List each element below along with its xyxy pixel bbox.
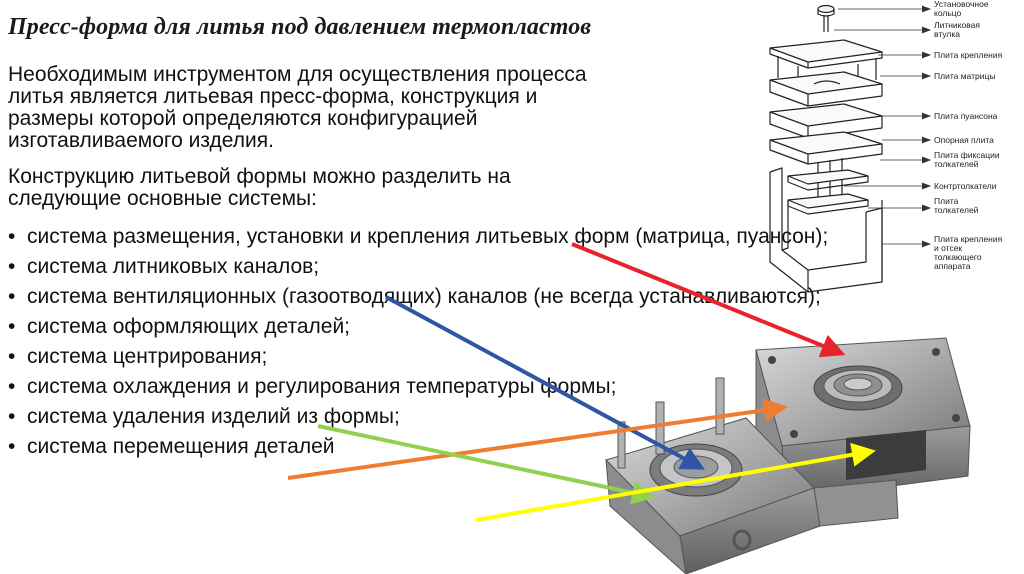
bullet: • (8, 345, 16, 368)
svg-text:Плита матрицы: Плита матрицы (934, 71, 995, 81)
systems-intro-paragraph: Конструкцию литьевой формы можно раздели… (8, 165, 511, 210)
diagram-label: Контртолкатели (934, 181, 997, 191)
diagram-label: Плита крепления (934, 50, 1003, 60)
diagram-label: Плита фиксации (934, 150, 1000, 160)
list-item: • система вентиляционных (газоотводящих)… (8, 286, 828, 308)
list-item: • система литниковых каналов; (8, 256, 828, 278)
svg-text:Плита крепления: Плита крепления (934, 234, 1003, 244)
diagram-label: толкателей (934, 159, 979, 169)
bullet: • (8, 405, 16, 428)
svg-text:и отсек: и отсек (934, 243, 962, 253)
list-item-text: система охлаждения и регулирования темпе… (27, 375, 617, 398)
list-item-text: система литниковых каналов; (27, 255, 320, 278)
diagram-label: толкающего (934, 252, 982, 262)
diagram-label: втулка (934, 29, 960, 39)
mold-drawing (769, 4, 883, 293)
diagram-label: Плита пуансона (934, 111, 998, 121)
svg-text:толкателей: толкателей (934, 159, 979, 169)
diagram-label: кольцо (934, 8, 962, 18)
list-item-text: система вентиляционных (газоотводящих) к… (27, 285, 821, 308)
bullet: • (8, 375, 16, 398)
bullet: • (8, 435, 16, 458)
svg-text:Опорная плита: Опорная плита (934, 135, 994, 145)
list-item: • система перемещения деталей (8, 436, 828, 458)
bullet: • (8, 255, 16, 278)
list-item: • система оформляющих деталей; (8, 316, 828, 338)
diagram-label: и отсек (934, 243, 962, 253)
svg-text:толкателей: толкателей (934, 205, 979, 215)
diagram-label: толкателей (934, 205, 979, 215)
svg-text:Плита: Плита (934, 196, 959, 206)
diagram-label: Опорная плита (934, 135, 994, 145)
svg-text:толкающего: толкающего (934, 252, 982, 262)
diagram-label: Плита (934, 196, 959, 206)
svg-text:втулка: втулка (934, 29, 960, 39)
list-item-text: система центрирования; (27, 345, 268, 368)
diagram-labels: Установочное кольцо Литниковая втулка Пл… (934, 0, 1003, 271)
list-item: • система центрирования; (8, 346, 828, 368)
list-item-text: система оформляющих деталей; (27, 315, 351, 338)
bullet: • (8, 315, 16, 338)
diagram-label: Литниковая (934, 20, 980, 30)
intro-paragraph: Необходимым инструментом для осуществлен… (8, 63, 587, 152)
svg-text:кольцо: кольцо (934, 8, 962, 18)
list-item-text: система перемещения деталей (27, 435, 335, 458)
bullet: • (8, 225, 16, 248)
diagram-label: аппарата (934, 261, 971, 271)
svg-text:Плита крепления: Плита крепления (934, 50, 1003, 60)
diagram-label: Плита крепления (934, 234, 1003, 244)
diagram-leaders (834, 5, 932, 248)
svg-text:Литниковая: Литниковая (934, 20, 980, 30)
bullet: • (8, 285, 16, 308)
svg-text:Установочное: Установочное (934, 0, 989, 9)
mold-photo (605, 337, 971, 574)
exploded-mold-diagram: Установочное кольцо Литниковая втулка Пл… (769, 0, 1003, 293)
diagram-label: Плита матрицы (934, 71, 995, 81)
list-item-text: система размещения, установки и креплени… (27, 225, 829, 248)
list-item: • система размещения, установки и крепле… (8, 226, 828, 248)
svg-text:Плита фиксации: Плита фиксации (934, 150, 1000, 160)
diagram-label: Установочное (934, 0, 989, 9)
list-item-text: система удаления изделий из формы; (27, 405, 400, 428)
page-title: Пресс-форма для литья под давлением терм… (8, 14, 592, 40)
svg-text:Плита пуансона: Плита пуансона (934, 111, 998, 121)
svg-text:аппарата: аппарата (934, 261, 971, 271)
svg-text:Контртолкатели: Контртолкатели (934, 181, 997, 191)
